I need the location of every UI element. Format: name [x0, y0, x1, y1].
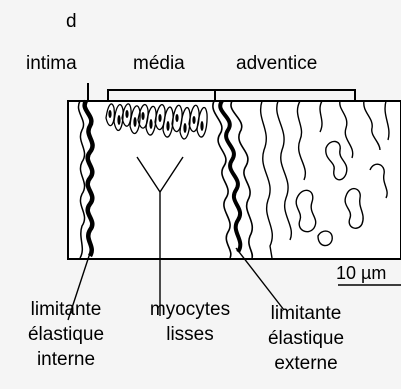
myocytes-line-1: myocytes	[150, 297, 230, 322]
lei-line-1: limitante	[28, 297, 104, 322]
label-myocytes-lisses: myocytes lisses	[150, 297, 230, 347]
lee-line-2: élastique	[268, 326, 344, 351]
label-media: média	[133, 52, 185, 75]
myocytes-line-2: lisses	[150, 322, 230, 347]
lee-line-3: externe	[268, 351, 344, 376]
lei-line-2: élastique	[28, 322, 104, 347]
panel-letter: d	[66, 10, 77, 33]
section-frame	[68, 101, 401, 259]
lei-line-3: interne	[28, 347, 104, 372]
media-adventice-bracket	[108, 90, 355, 101]
label-limitante-elastique-externe: limitante élastique externe	[268, 301, 344, 376]
label-adventice: adventice	[236, 52, 317, 75]
scale-bar-label: 10 µm	[336, 262, 386, 285]
region-brackets	[88, 83, 355, 101]
label-limitante-elastique-interne: limitante élastique interne	[28, 297, 104, 372]
label-intima: intima	[26, 52, 77, 75]
lee-line-1: limitante	[268, 301, 344, 326]
